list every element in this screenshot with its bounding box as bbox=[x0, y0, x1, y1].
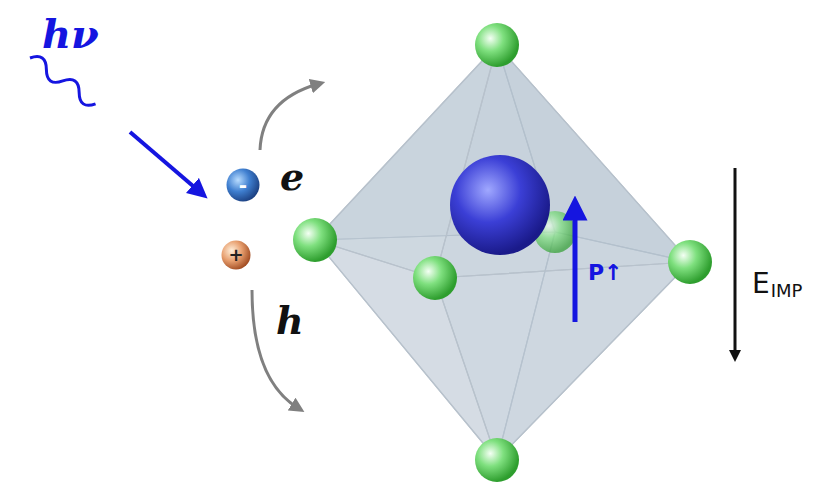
hole-label: h bbox=[276, 302, 304, 340]
anion-sphere bbox=[475, 23, 519, 67]
field-arrow bbox=[734, 168, 737, 356]
cation-sphere bbox=[450, 155, 550, 255]
anion-sphere bbox=[668, 240, 712, 284]
electron-path bbox=[260, 84, 318, 150]
photon-label: hν bbox=[42, 14, 99, 54]
field-label: E bbox=[752, 270, 770, 298]
octahedron bbox=[315, 45, 690, 460]
photon-wave bbox=[26, 52, 100, 109]
polarization-label: P↑ bbox=[588, 262, 623, 284]
charge-sign: - bbox=[226, 168, 260, 202]
anion-sphere bbox=[475, 438, 519, 482]
charge-sphere: + bbox=[221, 240, 251, 270]
anion-sphere bbox=[293, 218, 337, 262]
field-subscript: IMP bbox=[771, 282, 803, 300]
photon-arrow bbox=[130, 132, 200, 192]
charge-sphere: - bbox=[226, 168, 260, 202]
electron-label: e bbox=[280, 158, 304, 196]
anion-sphere bbox=[413, 256, 457, 300]
polarization-arrow bbox=[573, 208, 578, 322]
charge-sign: + bbox=[221, 240, 251, 270]
